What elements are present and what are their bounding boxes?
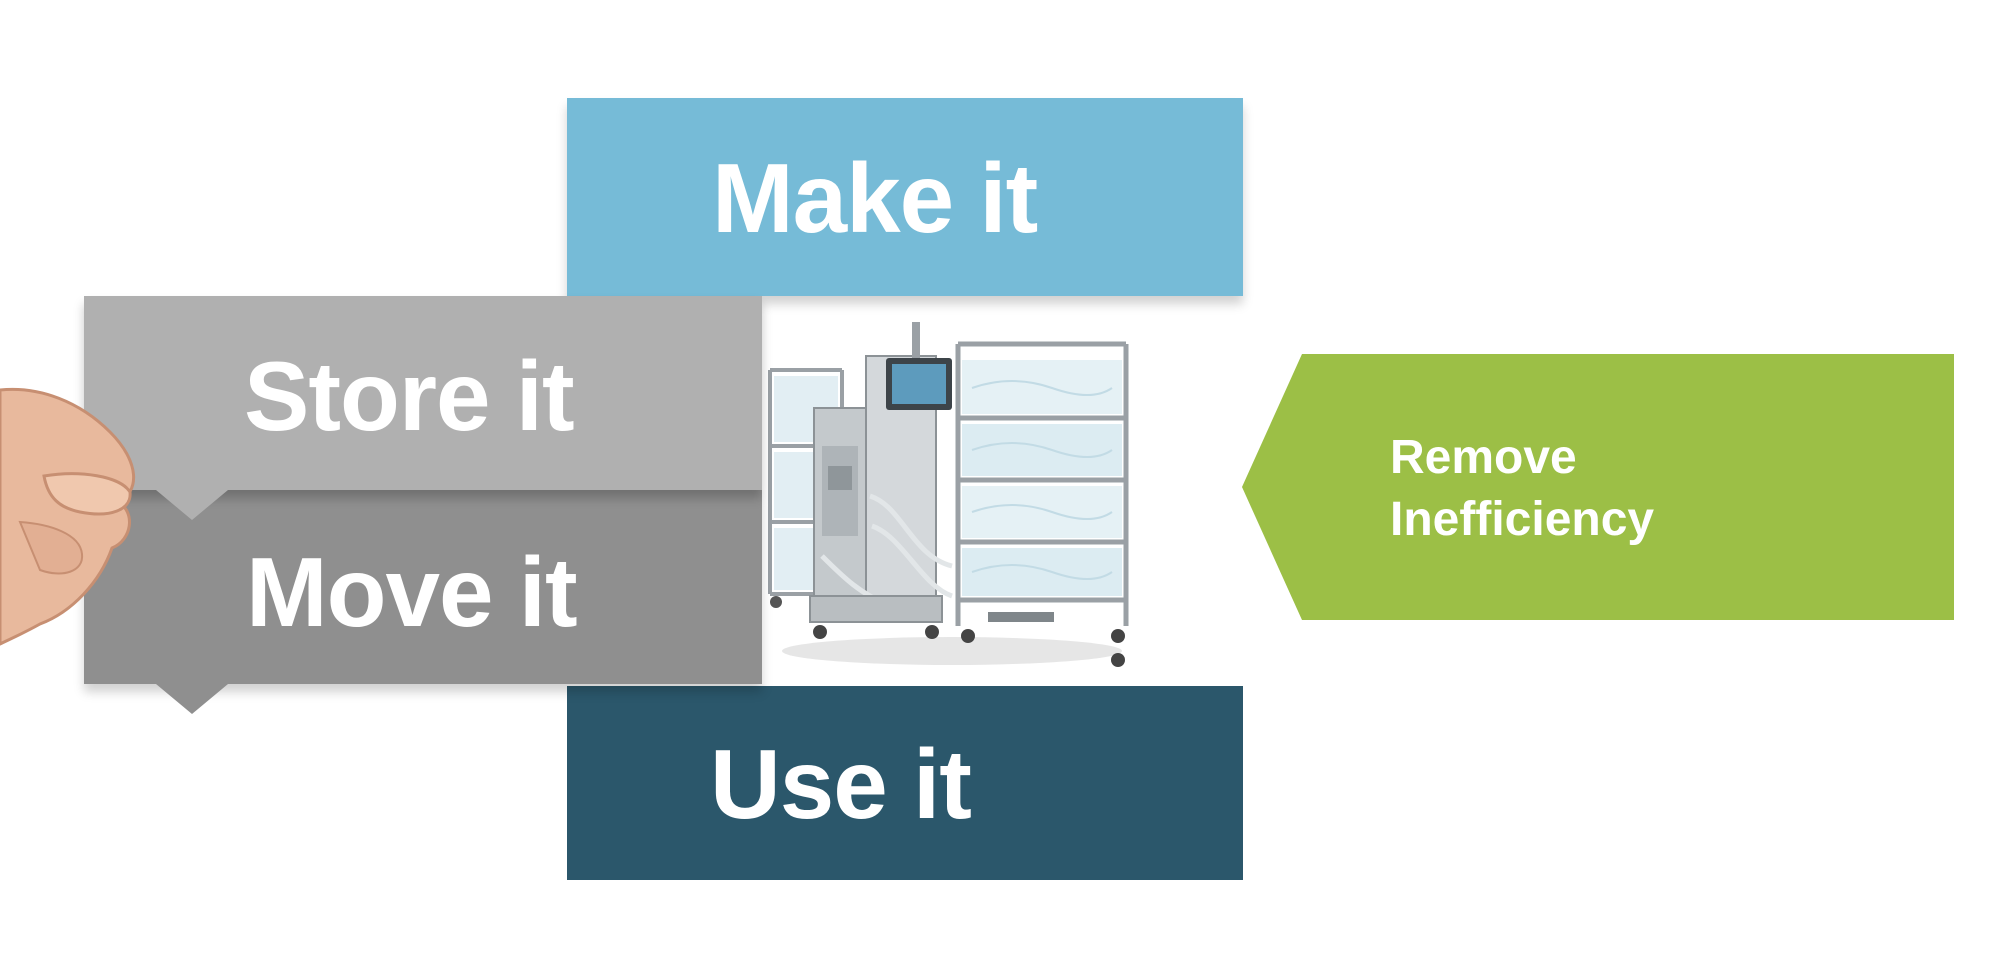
make-it-card: Make it	[567, 98, 1243, 296]
banner-line-1: Remove	[1390, 431, 1577, 484]
move-it-label: Move it	[246, 537, 578, 647]
use-it-card: Use it	[567, 686, 1243, 880]
hand-illustration	[0, 387, 135, 646]
store-it-card: Store it	[84, 296, 762, 490]
store-it-label: Store it	[244, 341, 575, 451]
banner-line-2: Inefficiency	[1390, 493, 1655, 546]
banner-arrow-shape	[1242, 354, 1954, 620]
make-it-label: Make it	[712, 143, 1038, 253]
remove-inefficiency-banner: Remove Inefficiency	[1242, 354, 1954, 620]
bioprocess-equipment-illustration	[768, 322, 1129, 667]
store-it-pointer	[156, 490, 228, 520]
move-it-pointer	[156, 684, 228, 714]
move-it-card: Move it	[84, 490, 762, 684]
use-it-label: Use it	[710, 729, 972, 839]
